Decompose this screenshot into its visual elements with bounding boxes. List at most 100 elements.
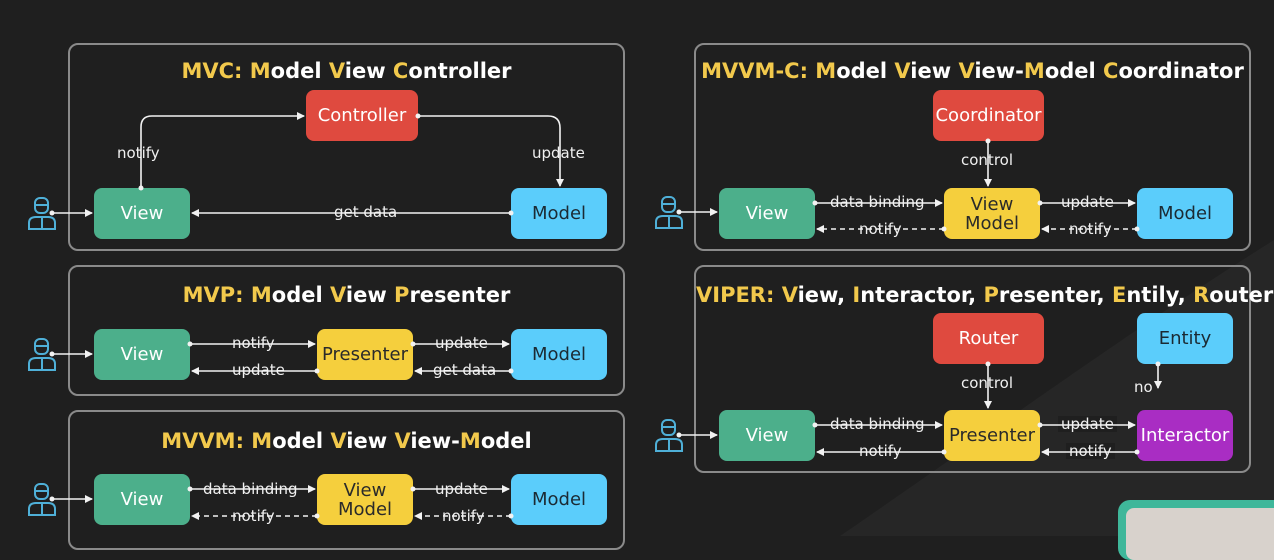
mvvm-viewmodel-box: View Model [317, 474, 413, 525]
title-segment: M [250, 283, 272, 307]
title-segment: V [894, 59, 911, 83]
title-segment: C [392, 59, 409, 83]
mvp-notify-label: notify [229, 335, 278, 351]
mvvmc-control-label: control [958, 152, 1016, 168]
title-segment: MVP: [182, 283, 251, 307]
title-segment: V [328, 59, 345, 83]
title-segment: V [958, 59, 975, 83]
viper-router-box: Router [933, 313, 1044, 364]
mvvm-model-box: Model [511, 474, 607, 525]
title-segment: MVVM: [161, 429, 252, 453]
user-icon [655, 419, 683, 452]
title-segment: odel [1044, 59, 1104, 83]
mvc-notify-label: notify [114, 145, 163, 161]
mvvm-title: MVVM: Model View View-Model [70, 429, 623, 453]
mvvmc-viewmodel-line1: View [970, 193, 1014, 215]
viper-presenter-box: Presenter [944, 410, 1040, 461]
mvc-get-data-label: get data [331, 204, 401, 220]
viper-panel: VIPER: View, Interactor, Presenter, Enti… [694, 265, 1273, 473]
viper-no-label: no [1134, 378, 1153, 396]
connector-arrows [49, 112, 1162, 520]
title-segment: MVC: [181, 59, 250, 83]
title-segment: odel [270, 59, 329, 83]
title-segment: iew- [410, 429, 460, 453]
title-segment: iew [344, 59, 393, 83]
mvvmc-model-box: Model [1137, 188, 1233, 239]
title-segment: outer [1209, 283, 1274, 307]
mvc-controller-box: Controller [306, 90, 418, 141]
mvp-update-right-label: update [432, 335, 491, 351]
viper-notify-left-label: notify [856, 443, 905, 459]
title-segment: resenter [409, 283, 511, 307]
mvp-update-left-label: update [229, 362, 288, 378]
title-segment: E [1111, 283, 1127, 307]
mvvmc-title: MVVM-C: Model View View-Model Coordinato… [696, 59, 1249, 83]
title-segment: I [852, 283, 861, 307]
title-segment: P [394, 283, 410, 307]
viper-control-label: control [958, 375, 1016, 391]
title-segment: odel [836, 59, 895, 83]
mvvm-viewmodel-line2: Model [337, 498, 393, 520]
title-segment: M [459, 429, 481, 453]
user-icon [28, 338, 56, 371]
mvvmc-data-binding-label: data binding [827, 194, 928, 210]
mvc-title: MVC: Model View Controller [70, 59, 623, 83]
title-segment: M [249, 59, 271, 83]
title-segment: odel [480, 429, 532, 453]
mvp-view-box: View [94, 329, 190, 380]
user-icon [655, 196, 683, 229]
viper-notify-right-label: notify [1066, 443, 1115, 459]
title-segment: ontroller [408, 59, 512, 83]
mvvmc-view-box: View [719, 188, 815, 239]
title-segment: V [781, 283, 798, 307]
viper-update-label: update [1058, 416, 1117, 432]
mvvm-view-box: View [94, 474, 190, 525]
webcam-overlay [1118, 500, 1274, 560]
title-segment: oordinator [1118, 59, 1244, 83]
viper-data-binding-label: data binding [827, 416, 928, 432]
webcam-video [1126, 508, 1274, 560]
title-segment: VIPER: [696, 283, 782, 307]
title-segment: V [330, 429, 347, 453]
viper-entity-box: Entity [1137, 313, 1233, 364]
viper-interactor-box: Interactor [1137, 410, 1233, 461]
title-segment: iew [346, 429, 395, 453]
title-segment: nteractor, [860, 283, 984, 307]
title-segment: odel [271, 283, 330, 307]
mvc-view-box: View [94, 188, 190, 239]
mvvm-viewmodel-line1: View [343, 479, 387, 501]
mvc-panel: MVC: Model View Controller [68, 43, 625, 251]
mvp-presenter-box: Presenter [317, 329, 413, 380]
mvc-model-box: Model [511, 188, 607, 239]
title-segment: P [983, 283, 999, 307]
mvvmc-update-label: update [1058, 194, 1117, 210]
title-segment: iew [345, 283, 395, 307]
title-segment: iew [910, 59, 959, 83]
title-segment: V [329, 283, 346, 307]
title-segment: M [251, 429, 273, 453]
mvc-update-label: update [529, 145, 588, 161]
viper-title: VIPER: View, Interactor, Presenter, Enti… [696, 283, 1273, 307]
mvp-model-box: Model [511, 329, 607, 380]
user-icon [28, 483, 56, 516]
title-segment: iew, [797, 283, 853, 307]
title-segment: MVVM-C: [701, 59, 816, 83]
mvvmc-panel: MVVM-C: Model View View-Model Coordinato… [694, 43, 1251, 251]
title-segment: V [394, 429, 411, 453]
title-segment: M [1023, 59, 1045, 83]
title-segment: resenter, [998, 283, 1112, 307]
title-segment: odel [272, 429, 331, 453]
title-segment: M [815, 59, 837, 83]
title-segment: R [1193, 283, 1210, 307]
viper-view-box: View [719, 410, 815, 461]
mvvmc-coordinator-box: Coordinator [933, 90, 1044, 141]
title-segment: ntily, [1126, 283, 1194, 307]
title-segment: C [1103, 59, 1119, 83]
mvp-panel: MVP: Model View Presenter [68, 265, 625, 396]
mvvmc-viewmodel-line2: Model [964, 212, 1020, 234]
mvvmc-viewmodel-box: View Model [944, 188, 1040, 239]
user-icon [28, 197, 56, 230]
mvp-get-data-label: get data [430, 362, 500, 378]
mvp-title: MVP: Model View Presenter [70, 283, 623, 307]
title-segment: iew- [974, 59, 1024, 83]
